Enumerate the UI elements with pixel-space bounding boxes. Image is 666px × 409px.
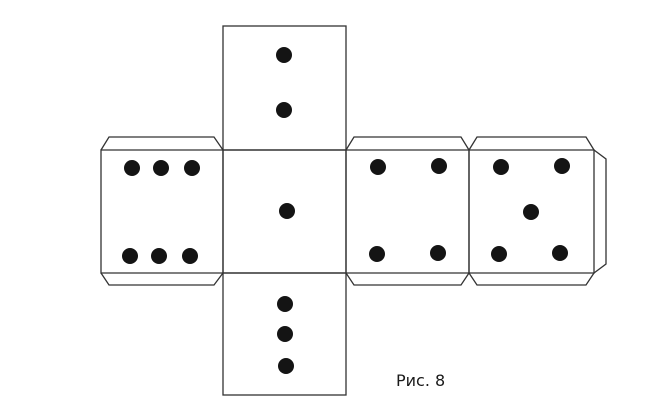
pip (277, 326, 293, 342)
pip (276, 102, 292, 118)
pip (493, 159, 509, 175)
pips (122, 47, 570, 374)
pip (430, 245, 446, 261)
flap-right-2-bottom (468, 272, 595, 286)
pip (370, 159, 386, 175)
pip (369, 246, 385, 262)
pip (276, 47, 292, 63)
flap-left-bottom (100, 272, 224, 286)
pip (431, 158, 447, 174)
figure-caption: Рис. 8 (396, 371, 446, 390)
flap-left-top (100, 136, 224, 151)
pip (184, 160, 200, 176)
flap-right-1-top (345, 136, 470, 151)
face-top (222, 25, 347, 151)
flap-right-2-top (468, 136, 595, 151)
pip (124, 160, 140, 176)
pip (554, 158, 570, 174)
pip (279, 203, 295, 219)
face-right-1 (345, 149, 470, 274)
pip (552, 245, 568, 261)
pip (523, 204, 539, 220)
pip (151, 248, 167, 264)
flap-right-1-bottom (345, 272, 470, 286)
pip (182, 248, 198, 264)
pip (278, 358, 294, 374)
pip (277, 296, 293, 312)
net-outline (100, 25, 607, 396)
pip (491, 246, 507, 262)
pip (153, 160, 169, 176)
pip (122, 248, 138, 264)
flap-right-2-side (593, 149, 607, 274)
face-bottom (222, 272, 347, 396)
